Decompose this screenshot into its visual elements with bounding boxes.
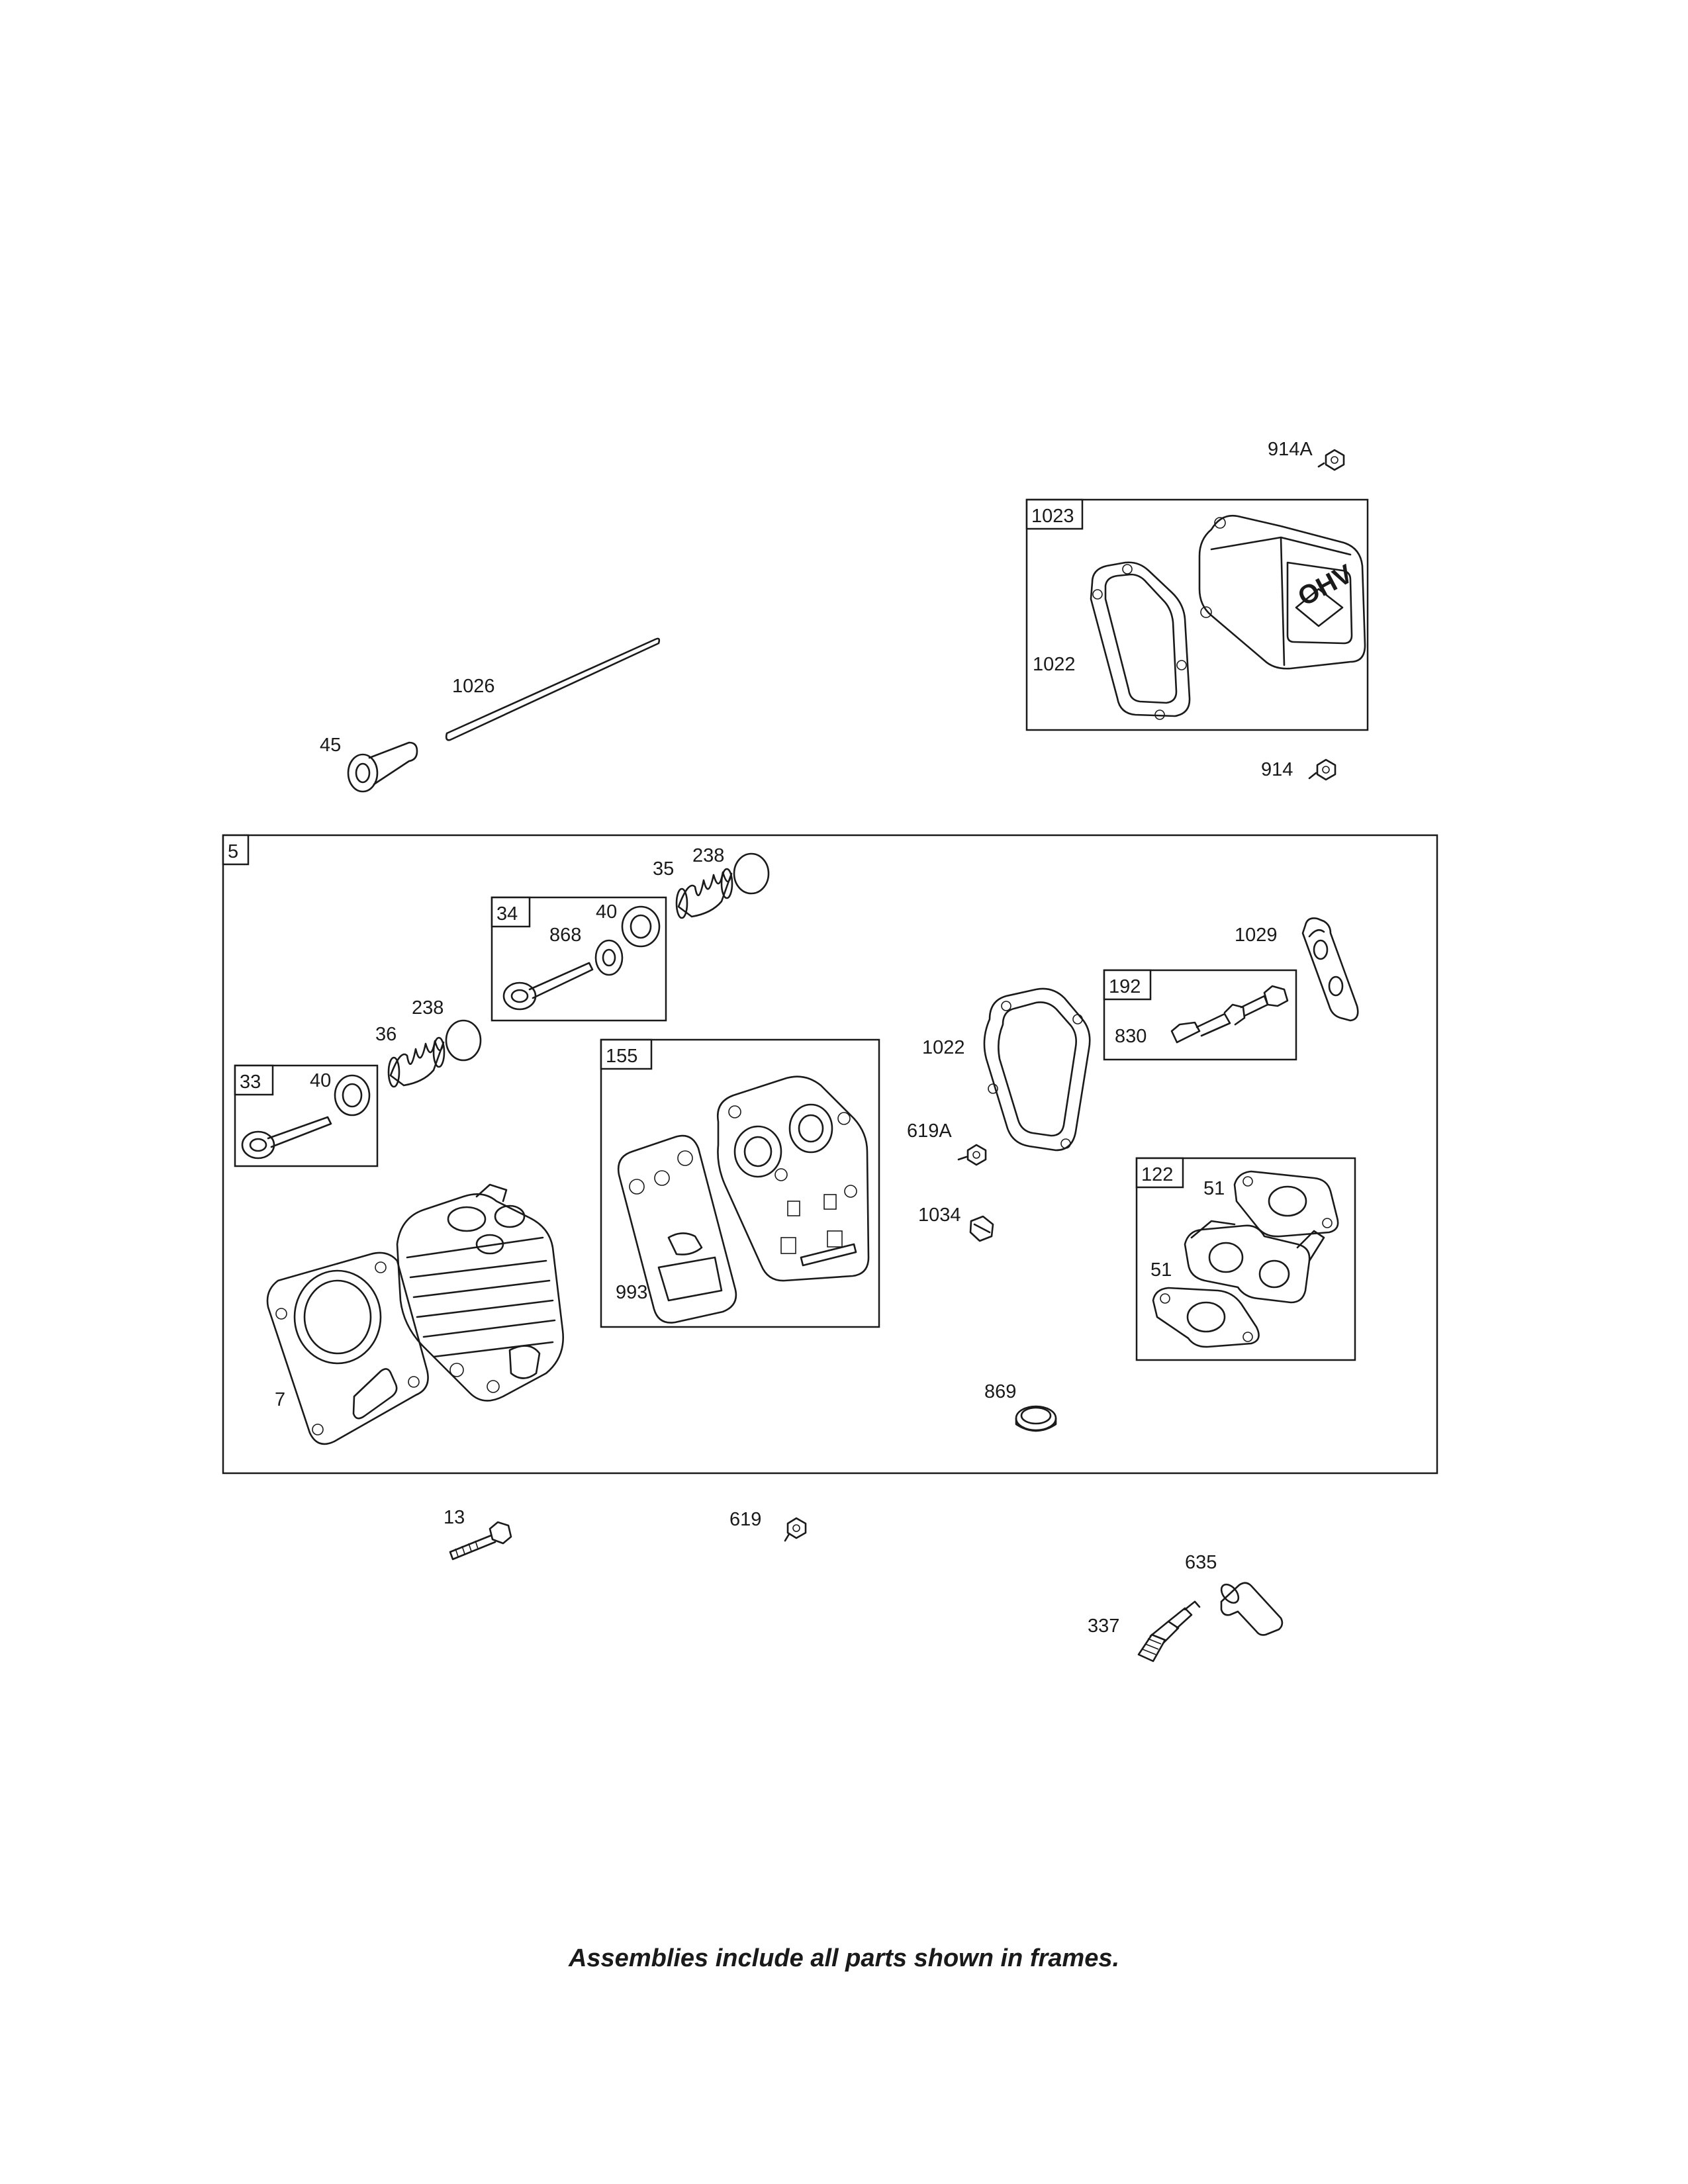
valve-cap-238-mid	[445, 1019, 482, 1062]
frame-label-1023: 1023	[1031, 506, 1074, 527]
bolt-619a	[957, 1144, 987, 1166]
frame-intake-manifold: 122	[1135, 1157, 1356, 1361]
valve-spring-36	[387, 1036, 445, 1088]
label-51-bottom: 51	[1150, 1259, 1172, 1281]
seal-869	[1015, 1405, 1057, 1432]
frame-label-33: 33	[240, 1071, 261, 1093]
frame-gasket-set: 155	[600, 1038, 880, 1328]
cover-ohv-text: OHV	[1293, 559, 1358, 612]
frame-intake-valve: 33	[234, 1064, 379, 1167]
label-40-mid: 40	[310, 1070, 331, 1091]
spark-plug-337	[1137, 1600, 1201, 1662]
manifold-gasket-51-bottom	[1152, 1287, 1260, 1348]
frame-label-155: 155	[606, 1046, 637, 1067]
exhaust-valve	[502, 962, 594, 1011]
label-337: 337	[1088, 1615, 1119, 1637]
bolt-619	[784, 1517, 807, 1542]
label-238-top: 238	[692, 845, 724, 866]
rocker-gasket-1022	[983, 987, 1091, 1152]
label-1022-mid: 1022	[922, 1037, 965, 1058]
spark-plug-boot-635	[1220, 1582, 1284, 1636]
gasket-993	[617, 1134, 737, 1324]
valve-cap-238-top	[733, 852, 770, 895]
valve-retainer-868	[594, 939, 624, 976]
frame-label-192: 192	[1109, 976, 1141, 997]
rocker-stud-830	[1170, 985, 1289, 1044]
label-7: 7	[275, 1389, 285, 1410]
label-914a: 914A	[1268, 439, 1313, 460]
footnote: Assemblies include all parts shown in fr…	[568, 1944, 1120, 1972]
nut-1034	[969, 1215, 994, 1242]
cylinder-head	[396, 1183, 564, 1402]
intake-valve	[241, 1116, 332, 1160]
label-914: 914	[1261, 759, 1293, 780]
valve-seal-40-mid	[334, 1074, 371, 1116]
bolt-914	[1308, 758, 1336, 781]
frame-cylinder-head: 5	[222, 834, 1438, 1475]
label-51-top: 51	[1203, 1178, 1225, 1199]
label-635: 635	[1185, 1552, 1217, 1573]
frame-label-34: 34	[496, 903, 518, 925]
label-830: 830	[1115, 1026, 1147, 1047]
label-40-top: 40	[596, 901, 617, 923]
bolt-914a	[1317, 449, 1345, 471]
label-869: 869	[984, 1381, 1016, 1402]
frame-label-5: 5	[228, 841, 238, 862]
valve-spring-35	[675, 868, 733, 919]
push-rod-1026	[445, 637, 661, 741]
label-1029: 1029	[1235, 925, 1278, 946]
manifold-gasket-51-top	[1233, 1170, 1339, 1238]
valve-seal-40-top	[621, 905, 661, 948]
label-238-mid: 238	[412, 997, 444, 1019]
frame-rocker-stud: 192	[1103, 969, 1297, 1061]
label-36: 36	[375, 1024, 397, 1045]
intake-manifold	[1184, 1220, 1325, 1304]
label-1026: 1026	[452, 676, 495, 697]
rocker-cover: OHV	[1198, 514, 1366, 670]
rocker-cover-gasket	[1090, 561, 1191, 717]
label-35: 35	[653, 858, 674, 880]
label-1034: 1034	[918, 1205, 961, 1226]
label-45: 45	[320, 735, 341, 756]
head-gasket-7	[266, 1251, 429, 1445]
label-993: 993	[616, 1282, 647, 1303]
head-bolt-13	[449, 1521, 512, 1561]
label-13: 13	[444, 1507, 465, 1528]
frame-exhaust-valve: 34	[491, 896, 667, 1022]
label-1022-cover-gasket: 1022	[1033, 654, 1076, 675]
label-619: 619	[729, 1509, 761, 1530]
frame-label-122: 122	[1141, 1164, 1173, 1185]
tappet-45	[347, 741, 418, 793]
gasket-plate	[716, 1075, 870, 1282]
frame-rocker-cover: 1023 OHV	[1025, 498, 1369, 731]
label-619a: 619A	[907, 1120, 952, 1142]
rocker-arm-1029	[1301, 917, 1359, 1022]
label-868: 868	[549, 925, 581, 946]
